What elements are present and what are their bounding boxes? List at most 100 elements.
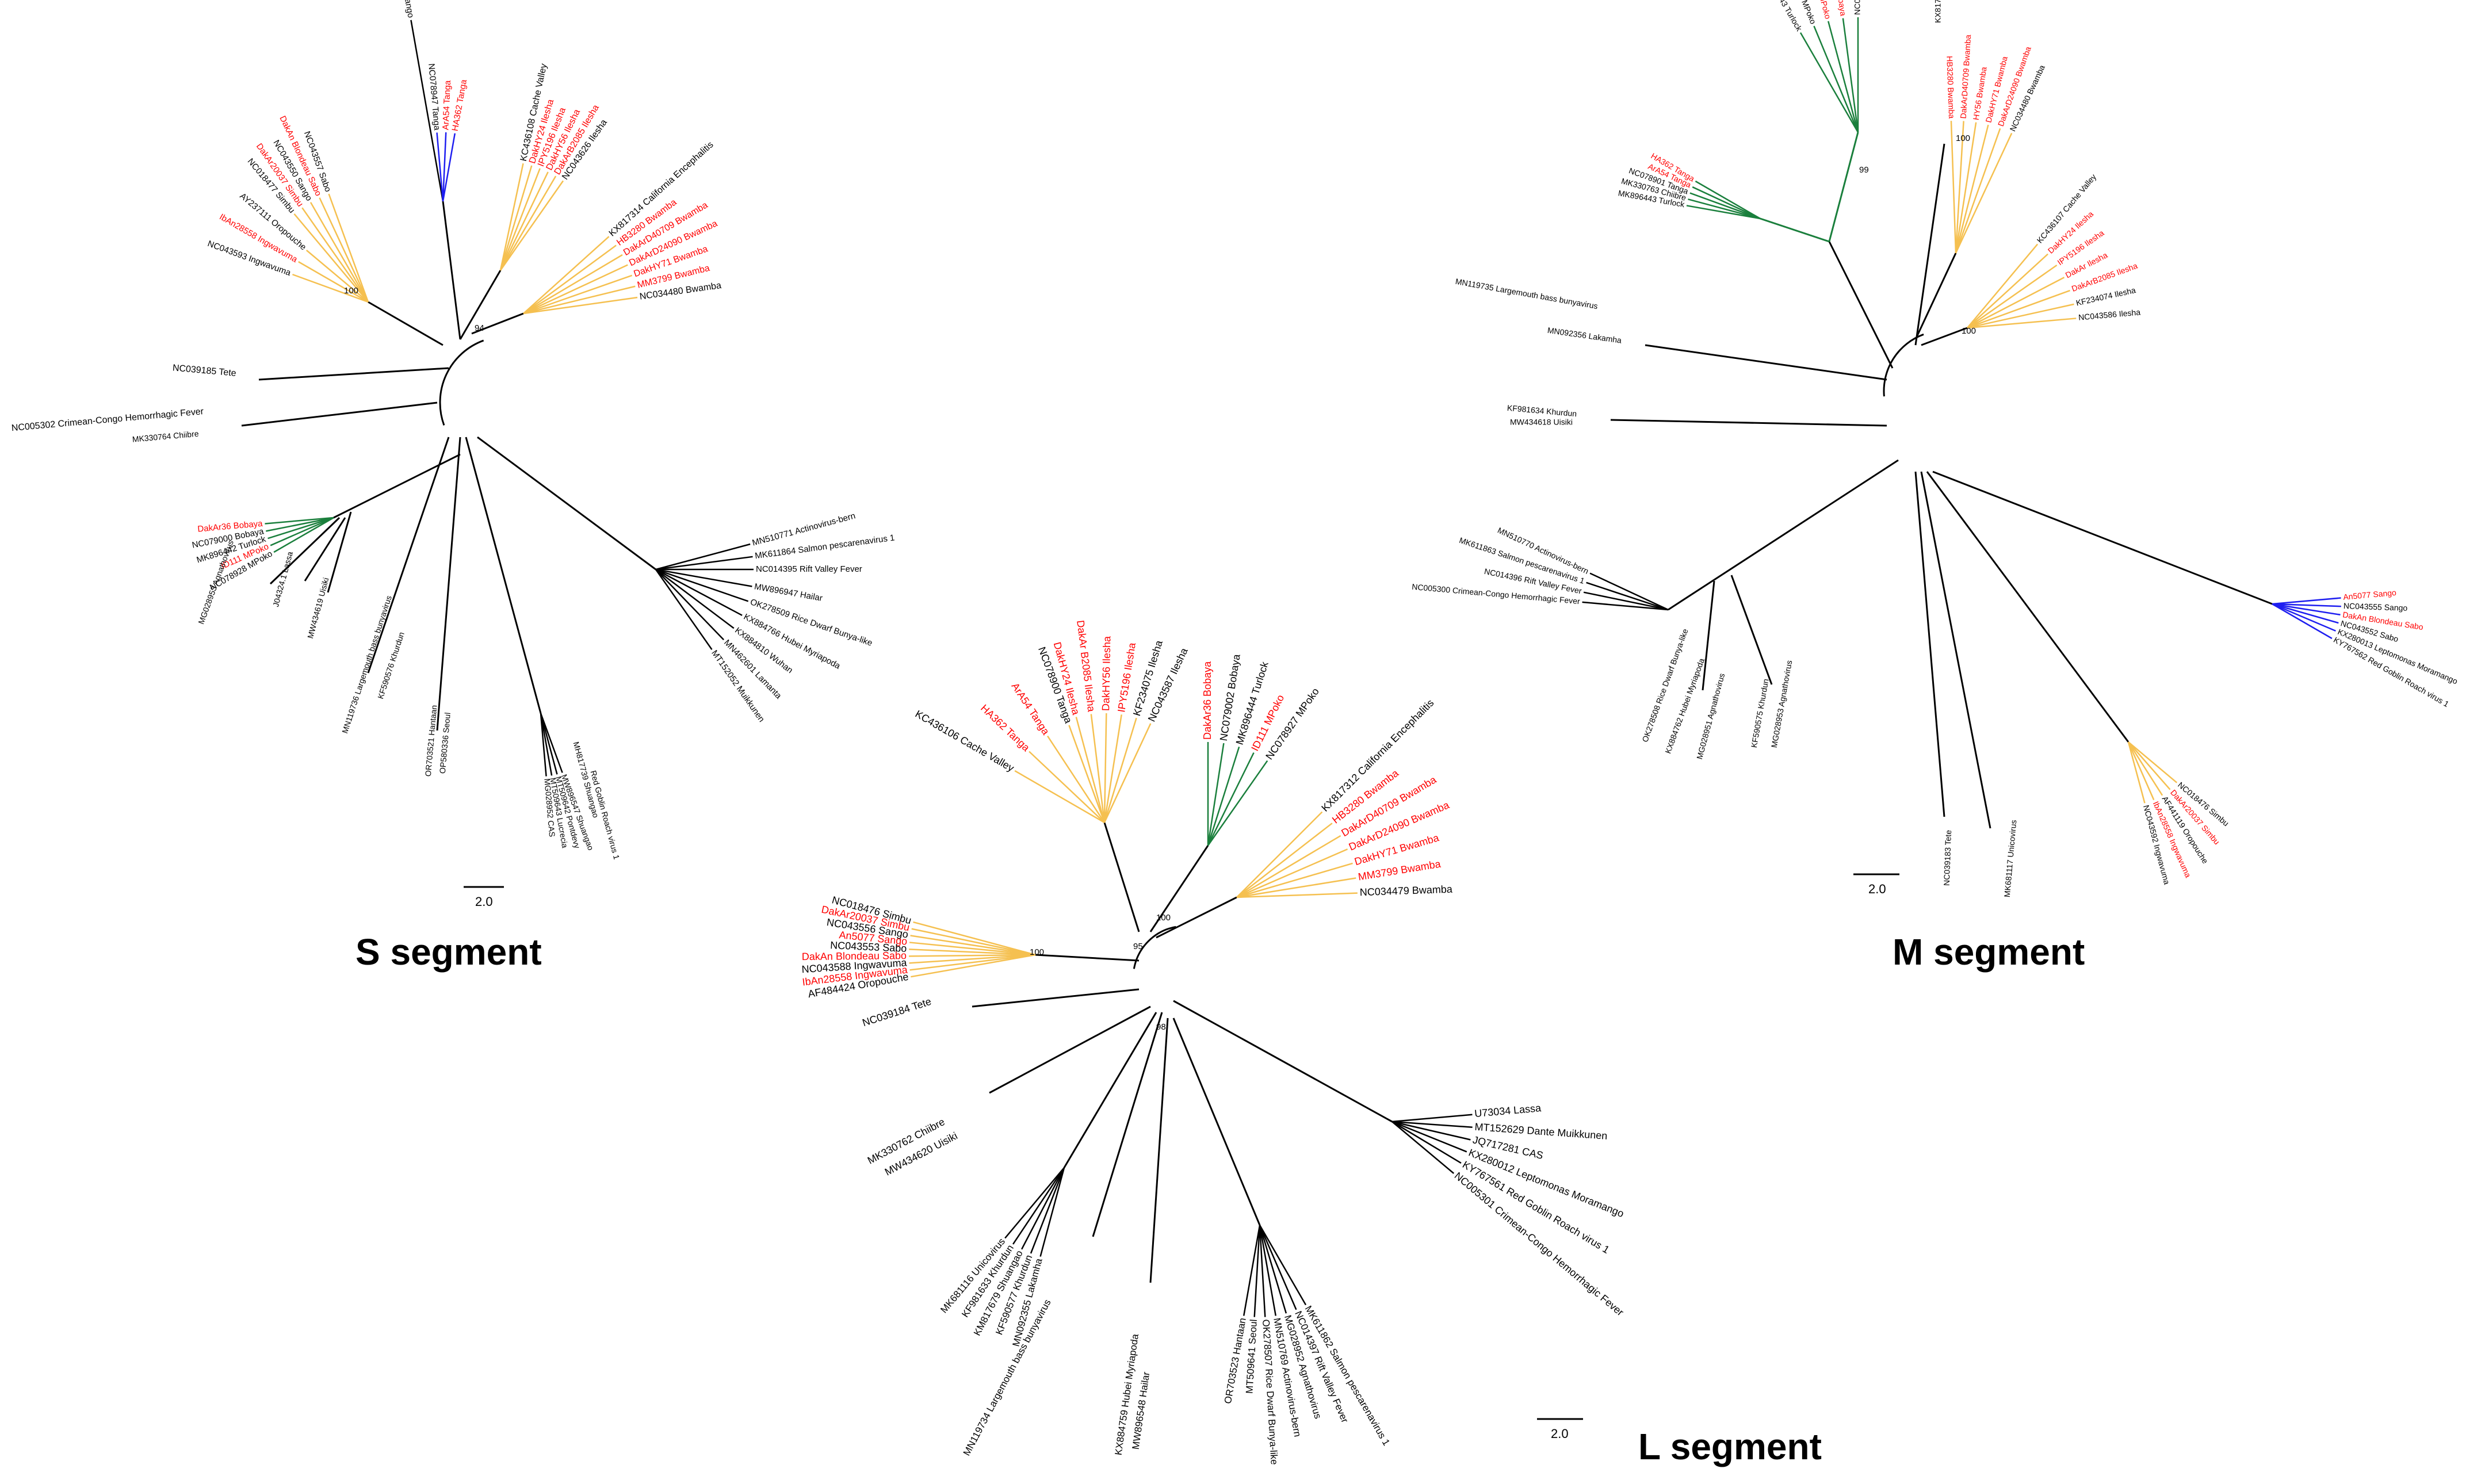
leaf-branch xyxy=(1236,877,1356,898)
leaf-branch xyxy=(655,568,743,616)
taxon-label: OP580336 Seoul xyxy=(438,712,452,774)
taxon-label: MK681117 Unicovirus xyxy=(2002,820,2018,898)
leaf-branch xyxy=(2127,741,2155,801)
leaf-branch xyxy=(908,954,1036,957)
branch xyxy=(1156,896,1237,939)
leaf-branch xyxy=(292,273,369,303)
leaf-branch xyxy=(1103,723,1152,823)
taxon-label: DakAr36 Bobaya xyxy=(1831,0,1848,17)
taxon-label: HA362 Tanga xyxy=(450,78,469,132)
leaf-branch xyxy=(1967,318,2077,329)
branch xyxy=(1172,1018,1261,1226)
leaf-branch xyxy=(540,713,563,773)
branch xyxy=(269,517,341,585)
leaf-branch xyxy=(1586,582,1669,611)
support-value: 94 xyxy=(475,323,484,333)
leaf-branch xyxy=(1207,760,1268,846)
branch xyxy=(1668,459,1899,611)
leaf-branch xyxy=(1075,717,1106,823)
m-scale-label: 2.0 xyxy=(1868,882,1886,896)
taxon-label: MN119736 Largemouth bass bunyavirus xyxy=(340,594,393,735)
taxon-label: KX280014 Leptomonas Moramango xyxy=(382,0,416,18)
leaf-branch xyxy=(913,921,1036,956)
leaf-branch xyxy=(2272,603,2341,616)
leaf-branch xyxy=(1583,591,1669,611)
leaf-branch xyxy=(1799,32,1859,133)
taxon-label: NC014395 Rift Valley Fever xyxy=(756,564,862,574)
taxon-label: NC034479 Bwamba xyxy=(1359,883,1453,898)
taxon-label: MW896947 Hailar xyxy=(754,582,823,603)
leaf-branch xyxy=(2272,603,2333,640)
taxon-label: KX817312 California Encephalitis xyxy=(1319,697,1436,814)
leaf-branch xyxy=(1842,18,1859,133)
leaf-branch xyxy=(273,517,334,553)
leaf-branch xyxy=(1391,1121,1455,1174)
leaf-branch xyxy=(1967,277,2065,329)
leaf-branch xyxy=(1967,289,2070,329)
leaf-branch xyxy=(2272,603,2341,607)
branch xyxy=(1921,327,1968,346)
leaf-branch xyxy=(909,954,1036,971)
taxon-label: MN092356 Lakamha xyxy=(1547,326,1622,345)
taxon-label: MK330764 Chiibre xyxy=(132,429,199,444)
leaf-branch xyxy=(523,264,628,315)
m-segment-title: M segment xyxy=(1893,931,2085,973)
leaf-branch xyxy=(436,132,444,202)
branch xyxy=(1103,822,1140,932)
leaf-branch xyxy=(523,285,636,315)
branch xyxy=(241,401,438,427)
branch xyxy=(1645,344,1887,381)
leaf-branch xyxy=(267,517,334,540)
leaf-branch xyxy=(1068,725,1106,823)
branch xyxy=(1173,1000,1393,1123)
taxon-label: NC039183 Tete xyxy=(1942,829,1953,886)
taxon-label: MK896443 Turlock xyxy=(1763,0,1805,33)
taxon-label: ArA54 Tanga xyxy=(441,80,453,131)
leaf-branch xyxy=(540,713,558,775)
leaf-branch xyxy=(1236,811,1323,898)
root-arc xyxy=(439,339,484,426)
leaf-branch xyxy=(499,165,533,271)
branch xyxy=(1610,419,1887,427)
taxon-label: DakArD40709 Bwamba xyxy=(1959,35,1973,119)
l-segment-title: L segment xyxy=(1638,1426,1822,1467)
leaf-branch xyxy=(523,236,610,314)
leaf-branch xyxy=(1589,572,1669,611)
leaf-branch xyxy=(2272,597,2341,605)
branch xyxy=(304,517,346,582)
leaf-branch xyxy=(1259,1225,1266,1317)
leaf-branch xyxy=(265,517,334,525)
leaf-branch xyxy=(1039,1167,1065,1257)
branch xyxy=(1914,471,1945,817)
branch xyxy=(1730,575,1773,685)
branch xyxy=(258,367,449,381)
root-arc xyxy=(1133,925,1176,969)
taxon-label: MK611862 Salmon pescarenavirus 1 xyxy=(1303,1304,1392,1448)
branch xyxy=(471,312,524,335)
support-value: 100 xyxy=(1956,133,1970,143)
taxon-label: DakAr36 Bobaya xyxy=(1202,661,1213,740)
taxon-label: NC039184 Tete xyxy=(861,996,933,1029)
leaf-branch xyxy=(1047,735,1106,823)
leaf-branch xyxy=(909,942,1036,956)
leaf-branch xyxy=(655,568,749,602)
taxon-label: KF590575 Khurdun xyxy=(1749,678,1771,748)
support-value: 100 xyxy=(1962,326,1976,336)
leaf-branch xyxy=(1021,1167,1065,1250)
branch xyxy=(465,437,542,714)
leaf-branch xyxy=(293,213,369,303)
s-scale-bar: 2.0 xyxy=(464,886,504,909)
leaf-branch xyxy=(1813,25,1859,133)
leaf-branch xyxy=(523,296,638,315)
support-value: 98 xyxy=(1156,1022,1166,1032)
branch xyxy=(1828,132,1859,242)
leaf-branch xyxy=(1259,1225,1277,1316)
leaf-branch xyxy=(1391,1120,1471,1141)
leaf-branch xyxy=(1014,770,1105,824)
leaf-branch xyxy=(1236,848,1348,898)
taxon-label: OK278508 Rice Dwarf Bunya-like xyxy=(1640,628,1689,744)
branch xyxy=(1149,845,1209,932)
taxon-label: DakAn Blondeau Sabo xyxy=(802,950,907,962)
leaf-branch xyxy=(2128,741,2171,790)
